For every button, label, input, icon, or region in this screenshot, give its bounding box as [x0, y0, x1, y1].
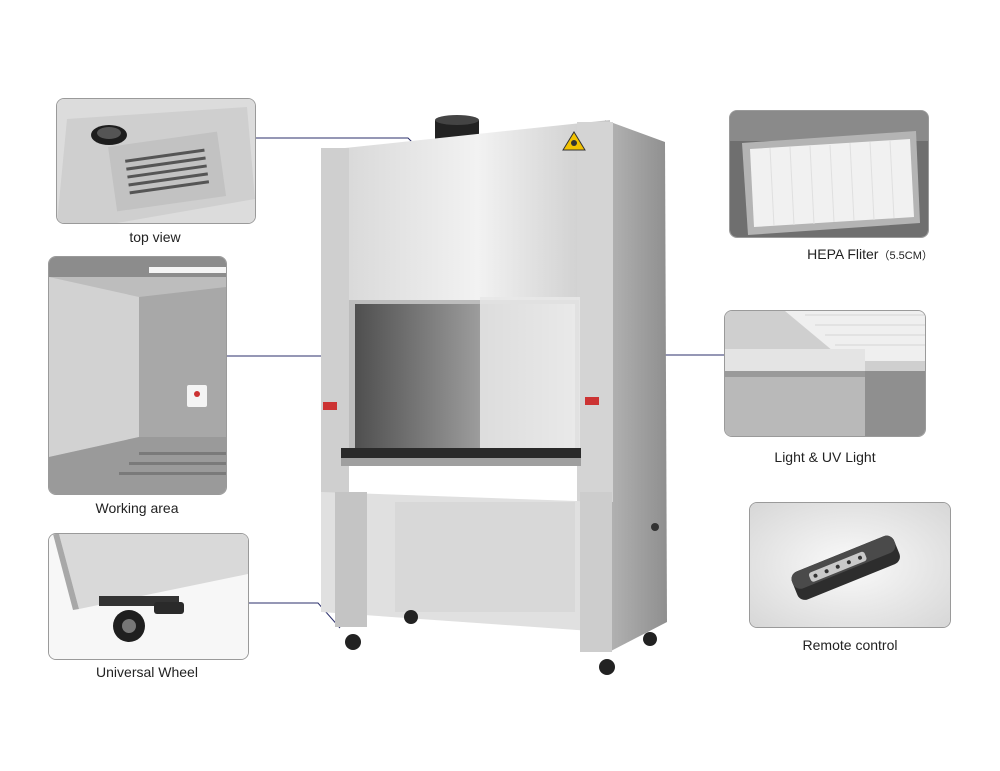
remote-control-panel — [749, 502, 951, 628]
remote-control-caption: Remote control — [802, 637, 898, 653]
top-view-panel — [56, 98, 256, 224]
working-area-panel — [48, 256, 227, 495]
hepa-filter-image — [730, 111, 928, 237]
hepa-filter-caption: HEPA Fliter（5.5CM） — [790, 246, 950, 263]
hepa-filter-note: （5.5CM） — [878, 250, 933, 262]
hepa-filter-label: HEPA Fliter — [807, 246, 879, 262]
universal-wheel-panel — [48, 533, 249, 660]
connector-wheel — [248, 602, 341, 629]
working-area-caption: Working area — [95, 500, 179, 516]
working-area-image — [49, 257, 226, 494]
remote-control-image — [750, 503, 950, 627]
universal-wheel-image — [49, 534, 248, 659]
top-view-image — [57, 99, 255, 223]
biosafety-cabinet — [321, 115, 667, 675]
light-uv-panel — [724, 310, 926, 437]
top-view-caption: top view — [129, 229, 181, 245]
universal-wheel-caption: Universal Wheel — [96, 664, 198, 680]
biohazard-warning-icon — [562, 131, 586, 151]
hepa-filter-panel — [729, 110, 929, 238]
light-uv-image — [725, 311, 925, 436]
light-uv-caption: Light & UV Light — [774, 449, 876, 465]
